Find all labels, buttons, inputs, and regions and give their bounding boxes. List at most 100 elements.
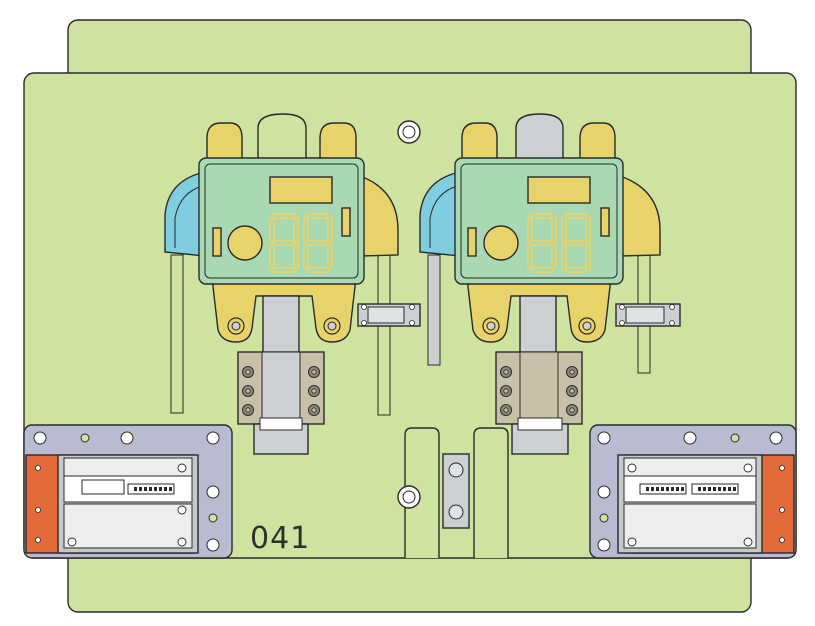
connector-pin: [149, 487, 152, 491]
guide-rod: [377, 254, 391, 416]
slide-shaft: [519, 295, 557, 355]
bolt-center: [245, 388, 251, 394]
bolt-center: [569, 369, 575, 375]
bolt-icon: [743, 537, 753, 547]
side-indicator: [212, 227, 222, 257]
center-slot: [404, 427, 440, 558]
bolt-center: [231, 321, 241, 331]
side-wing-yellow: [359, 174, 399, 257]
connector-pin: [164, 487, 167, 491]
side-clamp-core: [625, 306, 665, 324]
connector-bottom-cover: [63, 503, 193, 549]
side-indicator: [600, 207, 610, 237]
bolt-icon: [743, 463, 753, 473]
pin-hole-icon: [779, 465, 785, 471]
connector-pin: [681, 487, 684, 491]
slide-block-inner: [519, 351, 559, 425]
bolt-icon: [177, 537, 187, 547]
bolt-center: [327, 321, 337, 331]
display-module-inner: [460, 163, 618, 279]
connector-pin: [651, 487, 654, 491]
connector-mount-right: [589, 424, 797, 559]
side-indicator: [341, 207, 351, 237]
top-loop: [515, 113, 564, 161]
pin-hole-icon: [80, 433, 90, 443]
connector-pin: [671, 487, 674, 491]
bolt-center: [486, 321, 496, 331]
round-button: [227, 225, 263, 261]
connector-pin: [159, 487, 162, 491]
pin-hole-icon: [730, 433, 740, 443]
center-slot: [473, 427, 509, 558]
top-tab: [579, 122, 616, 161]
connector-mount-left: [23, 424, 233, 559]
lower-yellow-body: [211, 277, 357, 343]
connector-pin: [676, 487, 679, 491]
pin-hole-icon: [779, 537, 785, 543]
clamp-spring: [259, 417, 303, 431]
pin-hole-icon: [619, 320, 625, 326]
bolt-icon: [120, 431, 134, 445]
side-wing-inner: [429, 185, 459, 248]
connector-pin: [661, 487, 664, 491]
pin-hole-icon: [599, 513, 609, 523]
connector-pin: [728, 487, 731, 491]
pin-hole-icon: [35, 465, 41, 471]
bolt-icon: [206, 431, 220, 445]
top-tab: [461, 122, 498, 161]
clamp-spring: [517, 417, 563, 431]
bolt-icon: [769, 431, 783, 445]
connector-pin: [656, 487, 659, 491]
bolt-icon: [683, 431, 697, 445]
bolt-center: [503, 388, 509, 394]
center-clamp-assembly: [397, 427, 509, 558]
bolt-center: [569, 407, 575, 413]
connector-pin: [144, 487, 147, 491]
station-right: [419, 113, 681, 455]
guide-rod: [427, 254, 441, 366]
toggle-pivot: [448, 462, 464, 478]
bolt-icon: [597, 485, 611, 499]
guide-rod: [170, 254, 184, 414]
pin-hole-icon: [669, 304, 675, 310]
bolt-icon: [627, 537, 637, 547]
status-window: [527, 176, 591, 204]
side-indicator: [467, 227, 477, 257]
status-window: [269, 176, 333, 204]
pin-hole-icon: [409, 304, 415, 310]
connector-pin: [713, 487, 716, 491]
pin-hole-icon: [669, 320, 675, 326]
pin-hole-icon: [361, 320, 367, 326]
connector-pin: [666, 487, 669, 491]
connector-pin: [698, 487, 701, 491]
pin-hole-icon: [402, 490, 416, 504]
bolt-center: [311, 369, 317, 375]
connector-pin: [718, 487, 721, 491]
side-wing-yellow: [619, 175, 661, 257]
pin-hole-icon: [402, 125, 416, 139]
part-number: 041: [250, 521, 310, 556]
bolt-icon: [206, 485, 220, 499]
connector-top-cover: [63, 457, 193, 477]
pin-hole-icon: [619, 304, 625, 310]
connector-bottom-cover: [623, 503, 757, 549]
pin-hole-icon: [361, 304, 367, 310]
connector-pin: [703, 487, 706, 491]
connector-pin: [169, 487, 172, 491]
connector-top-cover: [623, 457, 757, 477]
bolt-center: [245, 369, 251, 375]
bolt-center: [245, 407, 251, 413]
round-button: [483, 225, 519, 261]
bolt-center: [503, 407, 509, 413]
top-tab: [206, 122, 243, 161]
lower-yellow-body: [466, 277, 612, 343]
connector-pin: [646, 487, 649, 491]
bolt-center: [582, 321, 592, 331]
top-loop: [257, 113, 307, 160]
bolt-icon: [33, 431, 47, 445]
pin-hole-icon: [779, 507, 785, 513]
pin-hole-icon: [35, 507, 41, 513]
connector-pin: [134, 487, 137, 491]
connector-icon: [81, 479, 125, 495]
